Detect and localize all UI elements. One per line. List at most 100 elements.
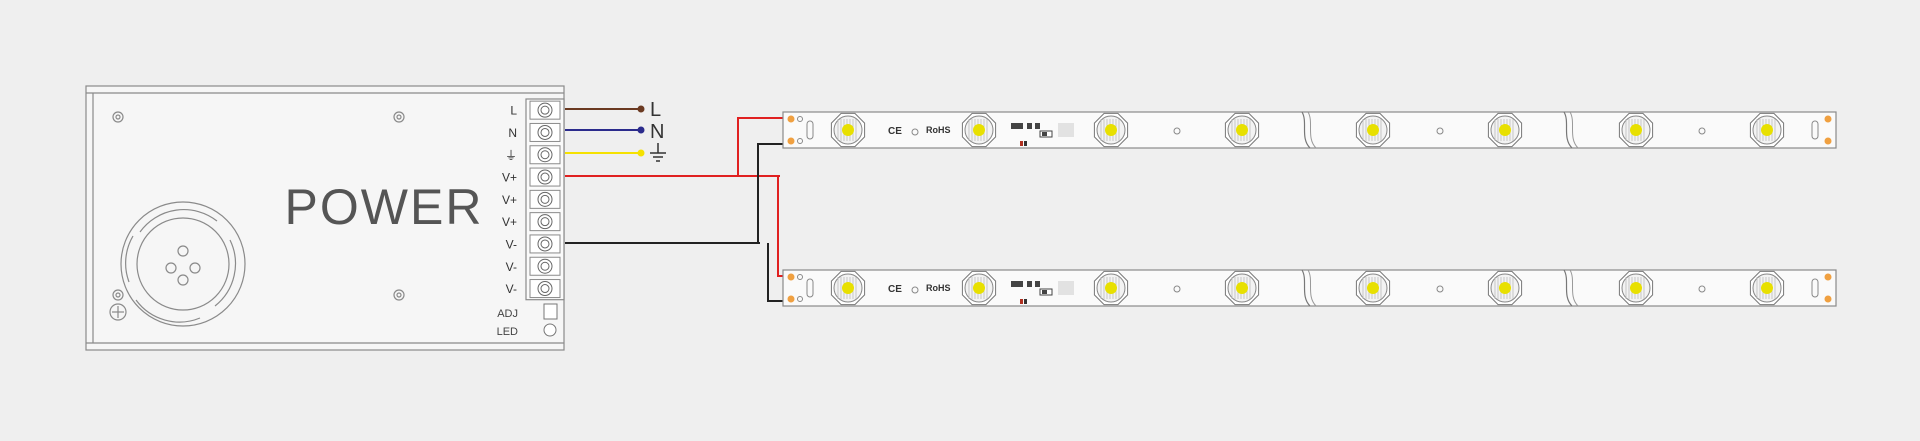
- via-hole: [797, 296, 803, 302]
- terminal-9[interactable]: V-: [506, 279, 561, 299]
- led-chip-icon: [961, 270, 997, 306]
- terminal-screw-icon: [537, 124, 553, 140]
- terminal-label: V-: [506, 237, 517, 251]
- terminal-label: V+: [502, 171, 517, 185]
- terminal-label: V-: [506, 260, 517, 274]
- adj-label: ADJ: [497, 308, 518, 320]
- led-chip-icon: [1487, 270, 1523, 306]
- mount-hole: [1698, 127, 1706, 135]
- smd-resistor-group: [1011, 281, 1053, 304]
- wire-positive-strip2: [777, 176, 790, 277]
- terminal-slot: [529, 100, 561, 120]
- led-chip-icon: [1618, 112, 1654, 148]
- terminal-1[interactable]: L: [510, 100, 561, 120]
- terminal-slot: [529, 122, 561, 142]
- mount-hole: [1436, 127, 1444, 135]
- mains-label-live: L: [650, 99, 661, 121]
- wire-positive-strip1: [737, 117, 790, 176]
- screw-top-left: [112, 111, 124, 123]
- terminal-screw-icon: [537, 191, 553, 207]
- terminal-6[interactable]: V+: [502, 212, 561, 232]
- led-chip-icon: [1224, 112, 1260, 148]
- terminal-7[interactable]: V-: [506, 234, 561, 254]
- terminal-slot: [529, 212, 561, 232]
- terminal-8[interactable]: V-: [506, 256, 561, 276]
- wires: [565, 105, 790, 302]
- terminal-screw-inner: [540, 150, 550, 160]
- led-chip-icon: [830, 112, 866, 148]
- terminal-3[interactable]: ⏚: [505, 145, 561, 165]
- solder-pad-out-2: [1824, 295, 1832, 303]
- terminal-screw-inner: [540, 172, 550, 182]
- terminal-4[interactable]: V+: [502, 167, 561, 187]
- cut-line: [1301, 269, 1311, 307]
- strip-pcb: [782, 269, 1837, 307]
- mount-hole: [911, 286, 919, 294]
- screw-bottom-left: [112, 289, 124, 301]
- via-hole: [797, 116, 803, 122]
- led-indicator-label: LED: [497, 326, 518, 338]
- cut-line-edge: [1569, 111, 1579, 149]
- mains-label-neutral: N: [650, 121, 664, 143]
- ground-screw-icon: [109, 303, 127, 321]
- earth-symbol-icon: [650, 143, 666, 162]
- led-chip-icon: [961, 112, 997, 148]
- terminal-screw-inner: [540, 261, 550, 271]
- terminal-slot: [529, 279, 561, 299]
- terminal-2[interactable]: N: [508, 122, 561, 142]
- led-chip-icon: [1355, 270, 1391, 306]
- terminal-screw-icon: [537, 258, 553, 274]
- solder-pad-in-1: [787, 273, 795, 281]
- power-supply: [85, 85, 565, 351]
- led-chip-icon: [1224, 270, 1260, 306]
- wire-negative-strip1: [757, 143, 790, 243]
- terminal-screw-icon: [537, 102, 553, 118]
- terminal-label: V+: [502, 215, 517, 229]
- terminal-screw-icon: [537, 169, 553, 185]
- terminal-screw-icon: [537, 147, 553, 163]
- terminal-slot: [529, 256, 561, 276]
- fan-grille-icon: [120, 201, 246, 327]
- terminal-5[interactable]: V+: [502, 189, 561, 209]
- terminal-slot: [529, 167, 561, 187]
- solder-pad-out-1: [1824, 115, 1832, 123]
- terminal-screw-icon: [537, 214, 553, 230]
- ic-chip: [1058, 281, 1074, 295]
- terminal-label: ⏚: [505, 148, 517, 162]
- terminal-screw-inner: [540, 284, 550, 294]
- led-indicator-icon: [543, 323, 557, 337]
- led-chip-icon: [1487, 112, 1523, 148]
- terminal-slot: [529, 145, 561, 165]
- cut-line: [1301, 111, 1311, 149]
- terminal-label: L: [510, 104, 517, 118]
- wire-earth-end: [637, 149, 645, 157]
- cut-line-edge: [1307, 111, 1317, 149]
- wire-live-end: [637, 105, 645, 113]
- power-supply-housing: [85, 85, 565, 351]
- adj-potentiometer[interactable]: [543, 303, 558, 320]
- smd-resistor-group: [1011, 123, 1053, 146]
- terminal-screw-icon: [537, 281, 553, 297]
- via-hole: [797, 138, 803, 144]
- terminal-screw-icon: [537, 236, 553, 252]
- terminal-label: V+: [502, 193, 517, 207]
- solder-pad-out-1: [1824, 273, 1832, 281]
- terminal-screw-inner: [540, 217, 550, 227]
- solder-pad-in-1: [787, 115, 795, 123]
- rohs-mark: RoHS: [926, 125, 951, 135]
- led-chip-icon: [1749, 270, 1785, 306]
- power-label: POWER: [285, 179, 484, 235]
- connector-slot-out: [1811, 120, 1819, 140]
- wire-neutral-end: [637, 126, 645, 134]
- terminal-slot: [529, 234, 561, 254]
- terminal-label: V-: [506, 282, 517, 296]
- cut-line: [1563, 111, 1573, 149]
- solder-pad-in-2: [787, 137, 795, 145]
- led-chip-icon: [1749, 112, 1785, 148]
- terminal-screw-inner: [540, 105, 550, 115]
- connector-slot-out: [1811, 278, 1819, 298]
- cut-line-edge: [1569, 269, 1579, 307]
